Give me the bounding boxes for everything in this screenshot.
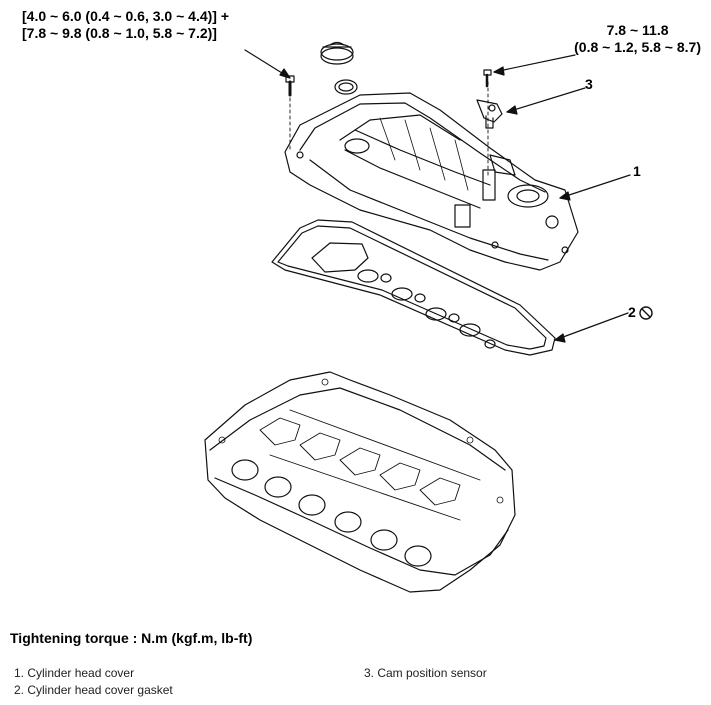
torque-spec-bolts-line2: [7.8 ~ 9.8 (0.8 ~ 1.0, 5.8 ~ 7.2)]: [22, 25, 217, 41]
legend-item-1: 1. Cylinder head cover: [14, 666, 135, 680]
cover-bolt: [285, 75, 295, 97]
cylinder-head: [204, 371, 516, 593]
torque-spec-sensor-line2: (0.8 ~ 1.2, 5.8 ~ 8.7): [574, 39, 701, 55]
legend-item-2: 2. Cylinder head cover gasket: [14, 683, 173, 697]
cylinder-head-cover: [284, 92, 579, 271]
leader-lines: [244, 49, 631, 343]
torque-spec-sensor-bolt: 7.8 ~ 11.8 (0.8 ~ 1.2, 5.8 ~ 8.7): [574, 22, 701, 56]
oil-filler-cap: [320, 41, 354, 65]
legend-item-3: 3. Cam position sensor: [364, 666, 487, 680]
callout-2: 2: [628, 304, 636, 320]
cylinder-head-cover-gasket: [271, 219, 556, 356]
callout-1: 1: [633, 163, 641, 179]
sensor-bolt: [483, 69, 492, 88]
torque-spec-bolts: [4.0 ~ 6.0 (0.4 ~ 0.6, 3.0 ~ 4.4)] + [7.…: [22, 8, 229, 42]
torque-heading: Tightening torque : N.m (kgf.m, lb-ft): [10, 630, 253, 646]
cam-position-sensor: [476, 99, 503, 129]
torque-spec-sensor-line1: 7.8 ~ 11.8: [606, 22, 669, 38]
alignment-lines: [289, 81, 489, 176]
callout-3: 3: [585, 76, 593, 92]
torque-spec-bolts-line1: [4.0 ~ 6.0 (0.4 ~ 0.6, 3.0 ~ 4.4)] +: [22, 8, 230, 24]
exploded-diagram: [204, 41, 653, 593]
prohibited-icon: [639, 306, 653, 320]
filler-cap-seal: [334, 79, 358, 95]
